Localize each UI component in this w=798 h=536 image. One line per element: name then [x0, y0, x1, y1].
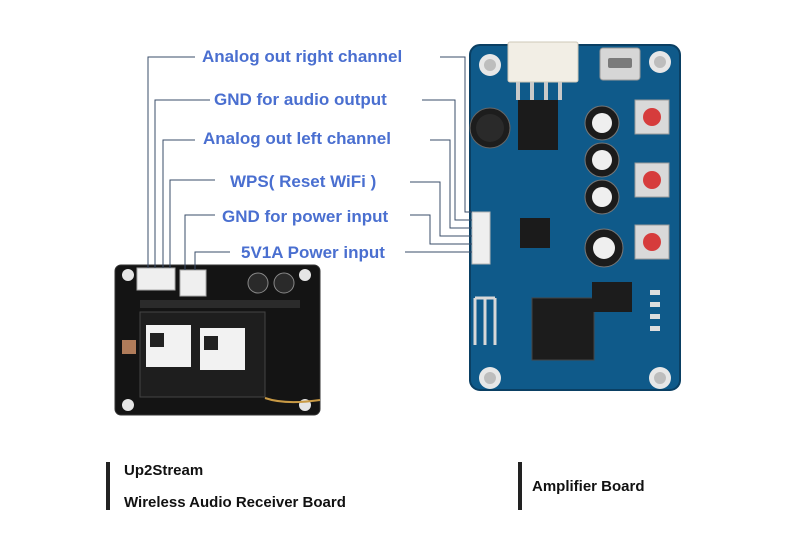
label-gnd-power: GND for power input: [222, 207, 389, 226]
caption-receiver-board: Wireless Audio Receiver Board: [124, 494, 346, 511]
caption-amplifier-board: Amplifier Board: [532, 478, 645, 495]
amplifier-board: [469, 41, 681, 391]
caption-up2stream: Up2Stream: [124, 462, 204, 479]
label-gnd-audio: GND for audio output: [214, 90, 387, 109]
label-wps: WPS( Reset WiFi ): [230, 172, 377, 191]
label-analog-left: Analog out left channel: [203, 129, 391, 148]
label-power-input: 5V1A Power input: [241, 243, 385, 262]
leader-lines-left: [147, 56, 230, 270]
caption-bar-right: [518, 462, 522, 510]
label-analog-right: Analog out right channel: [202, 47, 403, 66]
leader-lines-right: [405, 56, 472, 253]
receiver-board: [114, 264, 321, 416]
caption-bar-left: [106, 462, 110, 510]
